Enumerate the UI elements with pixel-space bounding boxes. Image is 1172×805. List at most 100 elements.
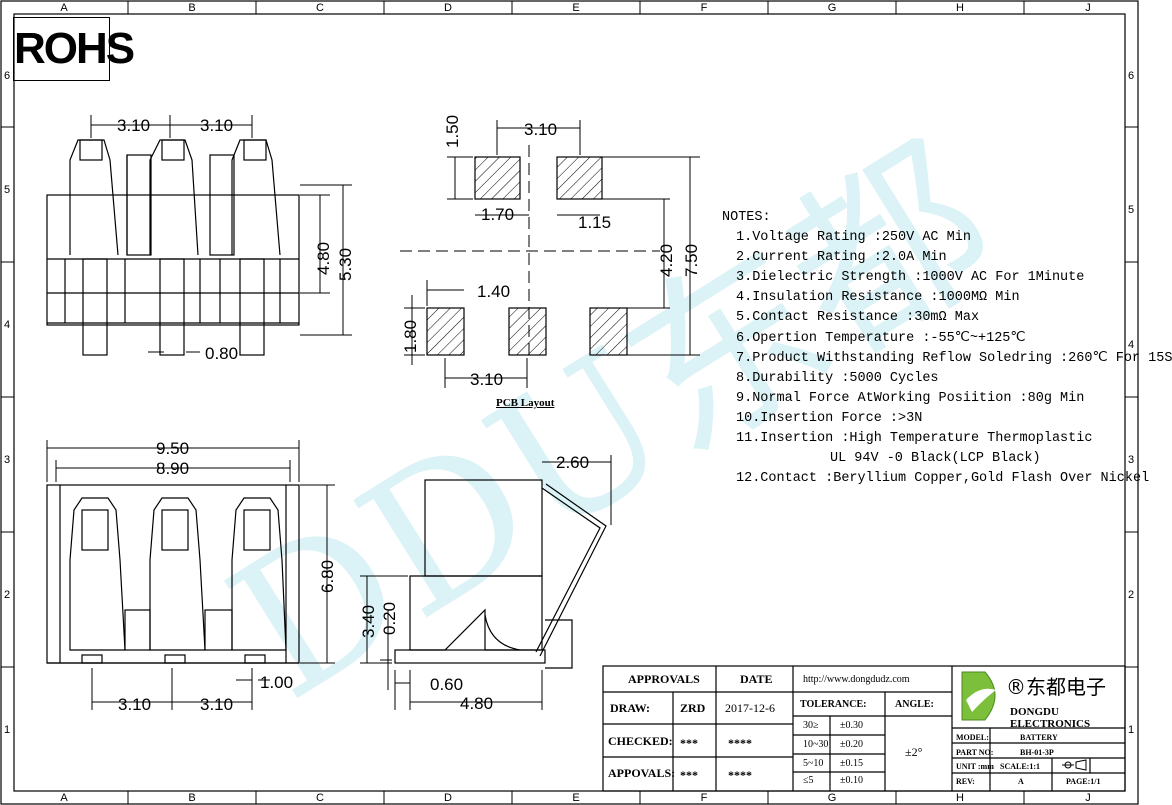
rohs-mark: ROHS: [13, 17, 135, 81]
note-item: 11.Insertion :High Temperature Thermopla…: [736, 431, 1093, 447]
pcb-dim-1-50: 1.50: [443, 115, 462, 148]
tb-company-en: DONGDU ELECTRONICS: [1010, 706, 1091, 730]
tb-model-value: BATTERY: [1020, 733, 1058, 742]
dim-5-30: 5.30: [336, 248, 355, 281]
tb-draw-date: 2017-12-6: [725, 701, 775, 715]
tb-tolerance-label: TOLERANCE:: [800, 699, 867, 710]
pcb-dim-1-70: 1.70: [481, 205, 514, 224]
tb-date: DATE: [740, 672, 773, 686]
pcb-dim-3-10-bottom: 3.10: [470, 370, 503, 389]
tb-draw-label: DRAW:: [610, 701, 651, 715]
note-item: 2.Current Rating :2.0A Min: [736, 250, 947, 266]
row-label: 2: [1128, 589, 1134, 601]
tb-model-label: MODEL:: [956, 733, 989, 742]
note-item: 3.Dielectric Strength :1000V AC For 1Min…: [736, 270, 1085, 286]
tb-angle-value: ±2°: [905, 745, 923, 759]
note-item: 7.Product Withstanding Reflow Soledring …: [736, 350, 1172, 366]
tb-checked-date: ****: [728, 736, 752, 750]
inner-frame: [13, 13, 1126, 792]
tb-tol-range: 30≥: [803, 720, 819, 731]
tb-tol-range: 10~30: [803, 739, 829, 750]
note-item: 6.Opertion Temperature :-55℃~+125℃: [736, 330, 1026, 346]
tb-checked-label: CHECKED:: [608, 734, 673, 748]
side-dim-3-40: 3.40: [359, 605, 378, 638]
drawing-canvas: A B C D E F G H J A B C D E F G H J 6 5 …: [0, 0, 1139, 805]
pcb-dim-7-50: 7.50: [682, 244, 701, 277]
tb-approvals: APPROVALS: [628, 672, 700, 686]
col-label: D: [444, 792, 452, 804]
front-dim-9-50: 9.50: [156, 439, 189, 458]
col-label: D: [444, 2, 452, 14]
tb-appovals-date: ****: [728, 768, 752, 782]
projection-symbol: [1062, 759, 1087, 771]
tb-tol-value: ±0.20: [840, 739, 863, 750]
pcb-dim-1-15: 1.15: [578, 213, 611, 232]
row-label: 4: [1128, 339, 1134, 351]
dim-4-80: 4.80: [314, 242, 333, 275]
tb-tol-value: ±0.30: [840, 720, 863, 731]
note-item: 5.Contact Resistance :30mΩ Max: [736, 310, 980, 326]
note-item: 10.Insertion Force :>3N: [736, 410, 923, 426]
dongdu-logo: [961, 671, 996, 721]
side-dim-2-60: 2.60: [556, 453, 589, 472]
tb-scale-label: SCALE:1:1: [1000, 762, 1041, 771]
pcb-dim-1-40: 1.40: [477, 282, 510, 301]
col-label: G: [828, 2, 837, 14]
tb-tol-range: ≤5: [803, 775, 814, 786]
pcb-layout-label: PCB Layout: [496, 397, 555, 409]
tb-rev-value: A: [1018, 777, 1024, 786]
dim-3-10-a: 3.10: [117, 116, 150, 135]
tb-appovals-name: ***: [680, 768, 698, 782]
col-label: C: [316, 2, 324, 14]
front-view-dims: [46, 440, 335, 710]
tb-angle-label: ANGLE:: [895, 699, 934, 710]
tb-unit-label: UNIT :mm: [956, 762, 994, 771]
side-view-dims: [360, 455, 612, 710]
tb-draw-name: ZRD: [680, 701, 706, 715]
tb-part-label: PART NO:: [956, 748, 994, 757]
col-label: A: [60, 792, 68, 804]
front-dim-6-80: 6.80: [318, 560, 337, 593]
notes-heading: NOTES:: [722, 210, 771, 225]
pcb-dim-3-10-top: 3.10: [524, 120, 557, 139]
dim-3-10-b: 3.10: [200, 116, 233, 135]
frame-ticks: [1, 1, 1138, 804]
tb-checked-name: ***: [680, 736, 698, 750]
row-label: 4: [4, 319, 10, 331]
top-view-dims: [90, 115, 352, 353]
note-item: 9.Normal Force AtWorking Posiition :80g …: [736, 390, 1085, 406]
title-block-grid: [602, 665, 1126, 792]
row-label: 3: [1128, 454, 1134, 466]
col-label: E: [572, 792, 579, 804]
col-label: H: [956, 2, 964, 14]
pcb-dim-1-80: 1.80: [401, 320, 420, 353]
col-label: B: [188, 2, 195, 14]
tb-part-value: BH-01-3P: [1020, 748, 1054, 757]
pcb-dim-4-20: 4.20: [657, 244, 676, 277]
tb-appovals-label: APPOVALS:: [608, 766, 676, 780]
note-item: 4.Insulation Resistance :1000MΩ Min: [736, 290, 1020, 306]
front-dim-1-00: 1.00: [260, 673, 293, 692]
tb-rev-label: REV:: [956, 777, 975, 786]
front-dim-3-10-a: 3.10: [118, 695, 151, 714]
row-label: 5: [4, 184, 10, 196]
tb-company-cn: ®东都电子: [1006, 675, 1106, 699]
col-label: B: [188, 792, 195, 804]
tb-tol-value: ±0.10: [840, 775, 863, 786]
note-item: UL 94V -0 Black(LCP Black): [830, 451, 1041, 467]
top-view: [46, 139, 300, 356]
note-item: 8.Durability :5000 Cycles: [736, 370, 939, 386]
side-view: [394, 479, 607, 669]
col-label: F: [701, 2, 708, 14]
tb-page-label: PAGE:1/1: [1066, 777, 1101, 786]
col-label: F: [701, 792, 708, 804]
tb-tol-value: ±0.15: [840, 758, 863, 769]
row-label: 3: [4, 454, 10, 466]
row-label: 1: [1128, 724, 1134, 736]
col-label: A: [60, 2, 68, 14]
side-dim-4-80: 4.80: [460, 694, 493, 713]
tb-tol-range: 5~10: [803, 758, 824, 769]
col-label: C: [316, 792, 324, 804]
front-view: [46, 484, 300, 664]
